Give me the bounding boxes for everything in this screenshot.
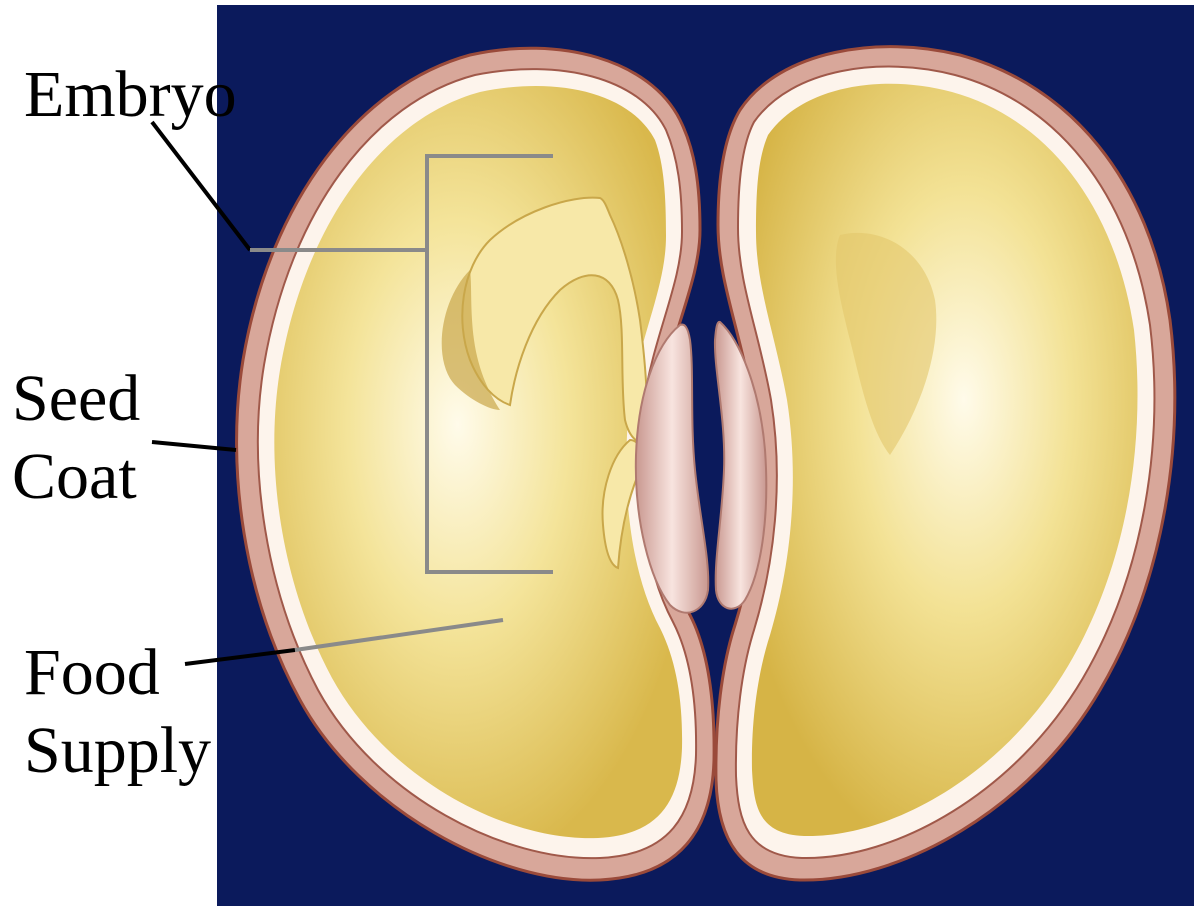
food-supply-label-line2: Supply <box>24 712 211 790</box>
embryo-label: Embryo <box>24 56 237 134</box>
seed-coat-label: Seed Coat <box>12 360 140 516</box>
food-supply-label-line1: Food <box>24 634 211 712</box>
food-supply-label: Food Supply <box>24 634 211 790</box>
seed-coat-label-line1: Seed <box>12 360 140 438</box>
seed-coat-label-line2: Coat <box>12 438 140 516</box>
embryo-label-text: Embryo <box>24 56 237 134</box>
